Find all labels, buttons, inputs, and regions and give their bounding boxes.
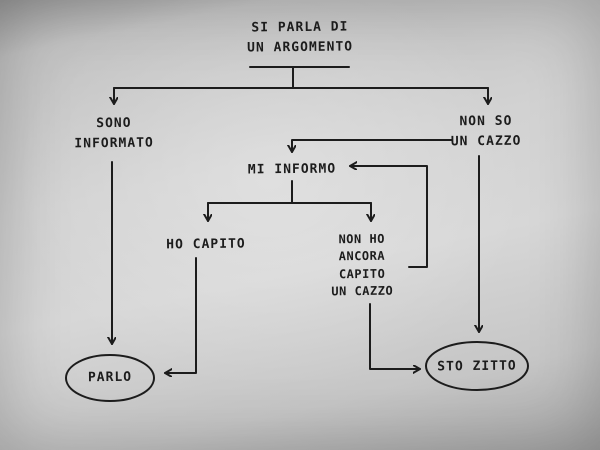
- node-informed: SONO INFORMATO: [74, 115, 154, 152]
- node-speak: PARLO: [87, 369, 133, 386]
- node-understood: HO CAPITO: [166, 236, 246, 253]
- node-stay-quiet: STO ZITTO: [437, 358, 517, 375]
- edge-dontknow-to-getinformed: [292, 139, 453, 153]
- node-dont-know: NON SO UN CAZZO: [450, 113, 522, 150]
- node-get-informed: MI INFORMO: [247, 161, 337, 178]
- edge-notunderstood-to-stayquiet: [369, 303, 421, 369]
- stayquiet-oval: [425, 341, 529, 391]
- speak-oval: [65, 354, 155, 402]
- node-topic: SI PARLA DI UN ARGOMENTO: [247, 19, 354, 56]
- edge-understood-to-speak: [164, 257, 197, 373]
- node-not-understood: NON HO ANCORA CAPITO UN CAZZO: [331, 231, 394, 299]
- edge-notunderstood-loop-getinformed: [349, 166, 428, 268]
